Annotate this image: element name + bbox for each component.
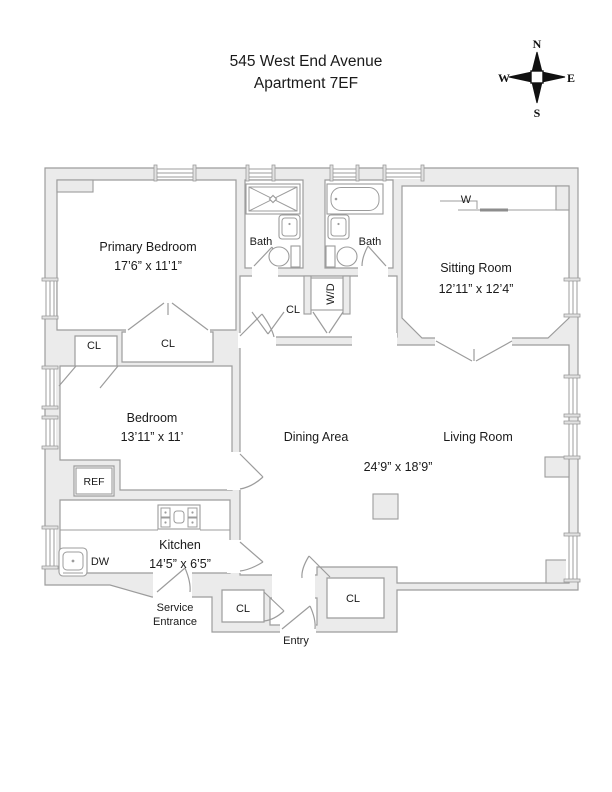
window: [563, 374, 581, 418]
dishwasher-label: DW: [91, 556, 110, 568]
door-swing: [239, 453, 264, 490]
toilet: [268, 245, 301, 268]
compass-west-label: W: [498, 71, 510, 85]
hall-divider-wall: [342, 275, 351, 315]
wardrobe-nook: [440, 200, 556, 212]
entry-label: Entry: [283, 635, 309, 647]
window: [563, 277, 581, 318]
windows: [41, 164, 581, 583]
kitchen-dims: 14’5” x 6’5”: [149, 557, 211, 571]
primary-closet-label: CL: [161, 338, 175, 350]
compass-center: [530, 70, 544, 84]
door-swing: [263, 591, 285, 622]
wall-jog: [544, 456, 570, 478]
door-swing: [239, 541, 264, 572]
bifold-doors: [251, 311, 285, 335]
compass-north-label: N: [533, 37, 542, 51]
window: [153, 164, 197, 182]
building-address: 545 West End Avenue: [230, 53, 383, 70]
compass-rose-icon: N S W E: [498, 37, 575, 120]
window: [329, 164, 360, 182]
structural-column: [372, 493, 399, 520]
bath-right-label: Bath: [359, 236, 382, 248]
sitting-room-label: Sitting Room: [440, 261, 512, 275]
hall-closet-label: CL: [286, 304, 300, 316]
kitchen-sink: [58, 547, 88, 577]
window: [41, 277, 59, 320]
kitchen-label: Kitchen: [159, 538, 201, 552]
compass-south-label: S: [534, 106, 541, 120]
bathroom-sink: [278, 214, 301, 240]
washer-dryer-label: W/D: [325, 283, 337, 304]
compass-east-label: E: [567, 71, 575, 85]
primary-bedroom-label: Primary Bedroom: [99, 240, 196, 254]
door-swing: [361, 245, 387, 267]
french-doors: [435, 340, 513, 362]
door-swing: [239, 313, 275, 338]
apartment-number: Apartment 7EF: [254, 75, 358, 92]
entry-closet-label: CL: [346, 593, 360, 605]
stove: [157, 504, 201, 530]
shower: [245, 183, 301, 215]
living-room-label: Living Room: [443, 430, 512, 444]
refrigerator: REF: [75, 467, 113, 495]
window: [382, 164, 425, 182]
wardrobe-label: W: [461, 194, 472, 206]
window: [41, 525, 59, 570]
wall-jog: [555, 185, 570, 211]
toilet: [325, 245, 358, 268]
foyer-closet-label: CL: [236, 603, 250, 615]
wall-outline: [44, 167, 579, 633]
service-entrance-label-line2: Entrance: [153, 616, 197, 628]
door-swing: [281, 605, 316, 630]
sitting-room-dims: 12’11” x 12’4”: [439, 282, 514, 296]
dining-area-label: Dining Area: [284, 430, 349, 444]
primary-bedroom-dims: 17’6” x 11’1”: [114, 259, 182, 273]
bathtub: [326, 183, 384, 215]
living-dining-dims: 24’9” x 18’9”: [364, 460, 433, 474]
bedroom-dims: 13’11” x 11’: [121, 430, 184, 444]
refrigerator-label: REF: [84, 476, 105, 488]
window: [563, 420, 581, 460]
small-closet-label: CL: [87, 340, 101, 352]
door-swing: [156, 567, 191, 593]
window: [563, 532, 581, 583]
window: [41, 415, 59, 450]
bifold-doors: [312, 311, 344, 334]
door-swing: [301, 555, 331, 579]
doors: [58, 245, 513, 630]
service-entrance-label-line1: Service: [157, 602, 194, 614]
window: [245, 164, 276, 182]
door-swing: [58, 365, 119, 389]
bifold-doors: [127, 302, 209, 331]
wall-jog: [56, 179, 94, 193]
bath-left-label: Bath: [250, 236, 273, 248]
bedroom-label: Bedroom: [127, 411, 178, 425]
hall-divider-wall: [303, 275, 312, 315]
window: [41, 365, 59, 410]
bathroom-sink: [327, 214, 350, 240]
washer-dryer: W/D: [310, 277, 344, 311]
